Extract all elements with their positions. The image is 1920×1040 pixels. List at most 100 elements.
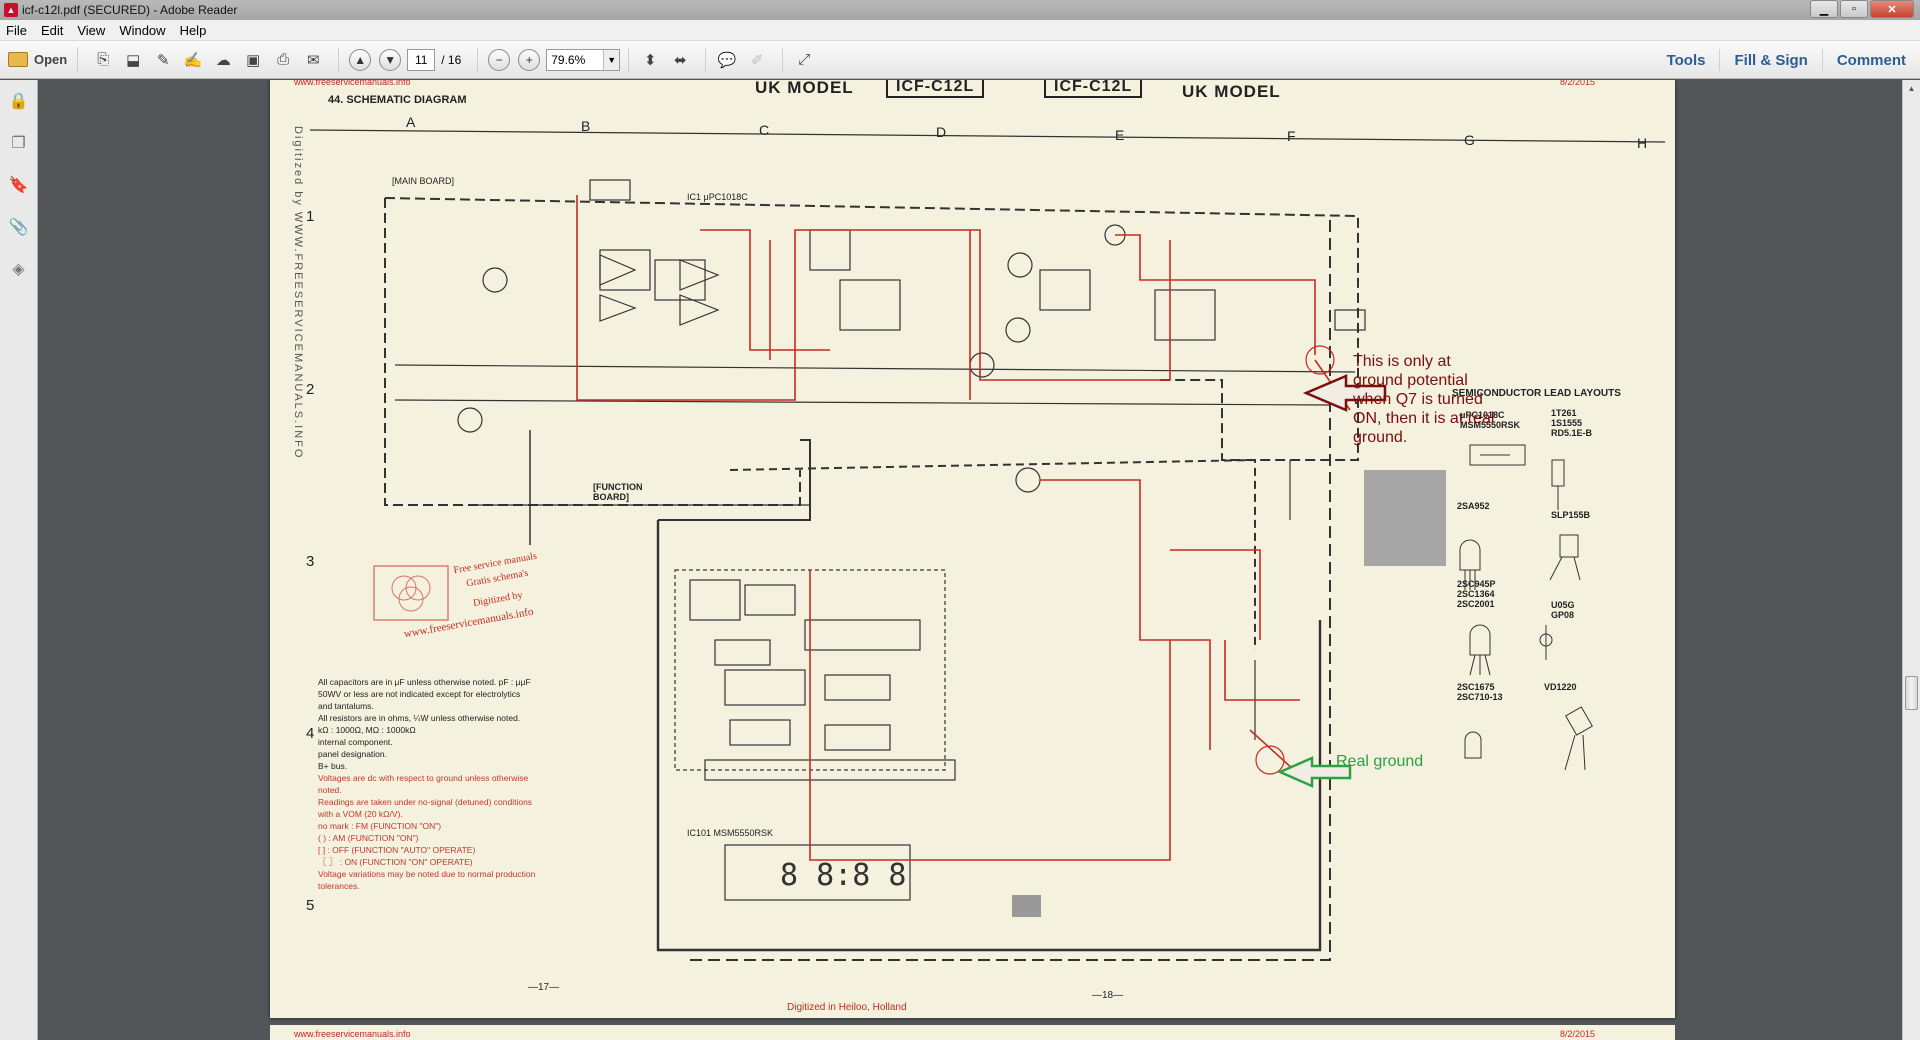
- toolbar-separator: [338, 47, 340, 72]
- footer-text: Digitized in Heiloo, Holland: [787, 1002, 907, 1013]
- toolbar: Open ⎘ ⬓ ✎ ✍ ☁ ▣ ⎙ ✉ ▲ ▼ 11 / 16 − + 79.…: [0, 41, 1920, 79]
- page-number-left: —17—: [528, 982, 560, 993]
- menu-view[interactable]: View: [77, 22, 106, 38]
- note-line: ( ) : AM (FUNCTION "ON"): [318, 833, 419, 843]
- model-label-1: ICF-C12L: [886, 80, 985, 98]
- note-line: 50WV or less are not indicated except fo…: [318, 689, 521, 699]
- save-icon[interactable]: ▣: [246, 51, 261, 69]
- scrollbar-thumb[interactable]: [1905, 676, 1918, 710]
- page-number-input[interactable]: 11: [407, 48, 436, 71]
- title-bar: ▲ icf-c12l.pdf (SECURED) - Adobe Reader …: [0, 0, 1920, 20]
- column-letter: H: [1637, 135, 1648, 151]
- next-page-icon[interactable]: ▼: [379, 48, 402, 71]
- part-label: 2SA952: [1457, 501, 1490, 511]
- create-pdf-icon[interactable]: ⎘: [97, 51, 110, 68]
- zoom-value: 79.6%: [551, 52, 586, 67]
- tools-pane-button[interactable]: Tools: [1666, 51, 1706, 69]
- note-line: All capacitors are in μF unless otherwis…: [318, 677, 531, 687]
- header-url: www.freeservicemanuals.info: [294, 80, 411, 87]
- note-line: panel designation.: [318, 749, 388, 759]
- export-pdf-icon[interactable]: ⬓: [126, 51, 141, 69]
- note-line: 〖 〗 : ON (FUNCTION "ON" OPERATE): [318, 857, 473, 867]
- attachment-icon[interactable]: 📎: [8, 219, 29, 236]
- section-title: 44. SCHEMATIC DIAGRAM: [328, 94, 467, 106]
- fit-width-icon[interactable]: ⬌: [673, 51, 687, 69]
- part-label: GP08: [1551, 610, 1575, 620]
- folder-icon: [8, 52, 28, 67]
- edit-icon[interactable]: ✎: [156, 51, 170, 69]
- fit-page-icon[interactable]: ⬍: [643, 51, 657, 69]
- document-viewport[interactable]: www.freeservicemanuals.info 8/2/2015 UK …: [39, 80, 1902, 1040]
- bookmark-icon[interactable]: 🔖: [8, 177, 29, 194]
- part-label: 2SC1675: [1457, 682, 1495, 692]
- page-number-right: —18—: [1092, 990, 1124, 1001]
- print-icon[interactable]: ⎙: [277, 51, 290, 68]
- next-header-url: www.freeservicemanuals.info: [294, 1029, 411, 1039]
- column-letter: D: [936, 124, 947, 140]
- adobe-reader-icon: ▲: [4, 3, 18, 17]
- scroll-up-icon[interactable]: ▲: [1907, 84, 1916, 93]
- part-label: 1S1555: [1551, 418, 1583, 428]
- uk-model-right: UK MODEL: [1182, 82, 1281, 101]
- vertical-scrollbar[interactable]: ▲: [1902, 80, 1920, 1040]
- open-label: Open: [34, 52, 68, 67]
- toolbar-separator: [782, 47, 784, 72]
- fuse-highlight: [1012, 895, 1041, 917]
- part-label: 2SC945P: [1457, 579, 1496, 589]
- zoom-out-icon[interactable]: −: [488, 48, 511, 71]
- full-screen-icon[interactable]: ⤢: [798, 51, 811, 68]
- menu-file[interactable]: File: [6, 22, 27, 38]
- previous-page-icon[interactable]: ▲: [349, 48, 372, 71]
- page-thumbnails-icon[interactable]: ❐: [11, 135, 26, 152]
- zoom-select[interactable]: 79.6% ▼: [546, 48, 621, 71]
- part-label: 2SC710-13: [1457, 692, 1503, 702]
- part-label: μPC1018C: [1460, 410, 1505, 420]
- schematic-notes: All capacitors are in μF unless otherwis…: [318, 676, 548, 892]
- toolbar-separator: [477, 47, 479, 72]
- close-button[interactable]: ✕: [1870, 0, 1914, 18]
- pdf-page-next: www.freeservicemanuals.info 8/2/2015: [270, 1025, 1675, 1040]
- comment-pane-button[interactable]: Comment: [1821, 49, 1920, 71]
- semiconductor-title: SEMICONDUCTOR LEAD LAYOUTS: [1452, 388, 1621, 399]
- part-label: 2SC2001: [1457, 599, 1495, 609]
- part-label: VD1220: [1544, 682, 1577, 692]
- maximize-button[interactable]: ▫: [1840, 0, 1868, 18]
- annotation-ground-potential: This is only at ground potential when Q7…: [1353, 353, 1495, 446]
- part-label: MSM5550RSK: [1460, 420, 1521, 430]
- open-button[interactable]: Open: [8, 46, 79, 73]
- note-line: internal component.: [318, 737, 393, 747]
- lead-layout-drawings: [1459, 444, 1593, 771]
- column-letter: A: [406, 114, 416, 130]
- chevron-down-icon[interactable]: ▼: [603, 49, 620, 70]
- minimize-button[interactable]: ▁: [1810, 0, 1838, 18]
- part-label: 2SC1364: [1457, 589, 1495, 599]
- ic101-label: IC101 MSM5550RSK: [687, 828, 774, 838]
- fill-sign-pane-button[interactable]: Fill & Sign: [1719, 49, 1821, 71]
- zoom-in-icon[interactable]: +: [518, 48, 541, 71]
- sign-icon[interactable]: ✍: [183, 51, 203, 69]
- svg-text:8 8:8 8: 8 8:8 8: [780, 858, 906, 893]
- menu-edit[interactable]: Edit: [40, 22, 64, 38]
- uk-model-left: UK MODEL: [755, 80, 854, 97]
- menu-bar: File Edit View Window Help: [0, 20, 1920, 41]
- upload-cloud-icon[interactable]: ☁: [215, 51, 231, 69]
- email-icon[interactable]: ✉: [306, 51, 320, 69]
- model-label-2: ICF-C12L: [1044, 80, 1143, 98]
- layers-icon[interactable]: ◈: [12, 261, 25, 278]
- comment-bubble-icon: 💬: [717, 51, 737, 69]
- row-number: 2: [306, 381, 315, 398]
- column-letter: B: [581, 118, 591, 134]
- menu-help[interactable]: Help: [179, 22, 207, 38]
- note-line: no mark : FM (FUNCTION "ON"): [318, 821, 442, 831]
- page-total: / 16: [441, 52, 462, 67]
- watermark-logo: [373, 565, 449, 621]
- schematic-diagram: 8 8:8 8: [309, 129, 1666, 961]
- pdf-page: www.freeservicemanuals.info 8/2/2015 UK …: [270, 80, 1675, 1018]
- menu-window[interactable]: Window: [119, 22, 166, 38]
- column-letter: E: [1115, 127, 1125, 143]
- lock-icon[interactable]: 🔒: [8, 93, 29, 110]
- function-board-label: [FUNCTION BOARD]: [593, 482, 643, 502]
- annotation-real-ground: Real ground: [1336, 753, 1424, 770]
- part-label: 1T261: [1551, 408, 1577, 418]
- main-board-label: [MAIN BOARD]: [392, 176, 455, 186]
